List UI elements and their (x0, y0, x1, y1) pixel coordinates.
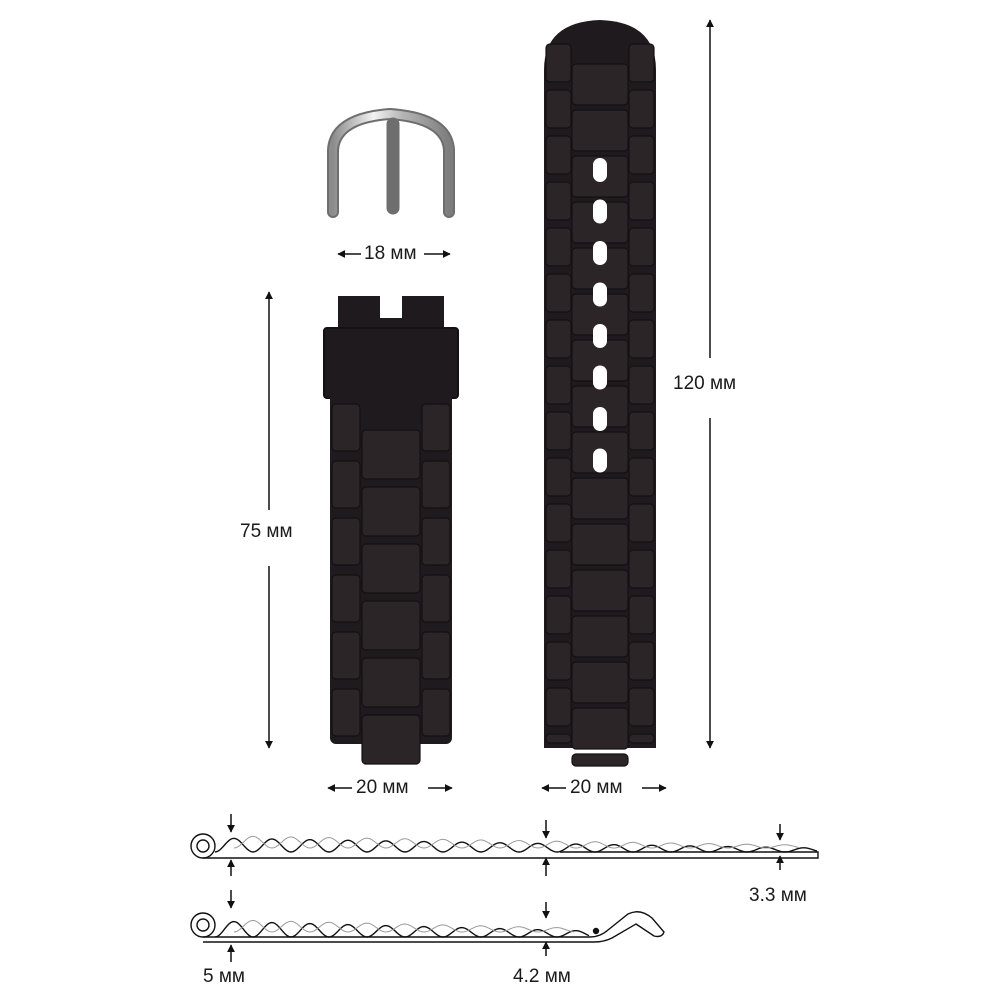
thickness-middle-label: 4.2 мм (510, 966, 574, 988)
strap-link (545, 319, 572, 359)
strap-hole (593, 448, 607, 473)
strap-hole (593, 324, 607, 348)
strap-link (421, 631, 451, 680)
thickness-end-label: 3.3 мм (746, 885, 810, 907)
strap-link (421, 517, 451, 566)
short-length-label: 75 мм (237, 521, 296, 543)
strap-link (628, 595, 655, 635)
strap-link (361, 429, 421, 480)
strap-link (545, 43, 572, 83)
strap-link (628, 365, 655, 405)
strap-link (628, 43, 655, 83)
strap-holes (593, 158, 607, 473)
strap-hole (593, 282, 607, 307)
strap-link (331, 403, 361, 452)
strap-hole (593, 158, 607, 182)
long-length-label: 120 мм (670, 373, 740, 395)
thickness-arrows (227, 814, 784, 962)
strap-link (628, 549, 655, 589)
strap-link (545, 135, 572, 175)
strap-hole (593, 199, 607, 224)
strap-link (545, 595, 572, 635)
strap-link (361, 714, 421, 765)
strap-link (571, 707, 629, 750)
strap-link (571, 615, 629, 658)
strap-link (628, 411, 655, 451)
strap-link (421, 688, 451, 737)
strap-link (545, 733, 572, 744)
strap-link (421, 574, 451, 623)
strap-hole (593, 407, 607, 431)
strap-link (571, 109, 629, 152)
strap-link (628, 503, 655, 543)
long-width-label: 20 мм (567, 777, 626, 799)
strap-link (545, 457, 572, 497)
profile-short-strap (190, 911, 665, 943)
strap-link (628, 227, 655, 267)
strap-link (571, 477, 629, 520)
buckle (327, 107, 455, 218)
strap-link (628, 319, 655, 359)
strap-link (545, 273, 572, 313)
strap-link (545, 365, 572, 405)
strap-hole (593, 241, 607, 265)
strap-link (545, 503, 572, 543)
strap-link (331, 574, 361, 623)
strap-link (571, 753, 629, 767)
strap-link (331, 688, 361, 737)
strap-link (331, 460, 361, 509)
strap-link (545, 641, 572, 681)
profile-long-strap (190, 833, 819, 859)
strap-link (545, 227, 572, 267)
buckle-width-label: 18 мм (361, 243, 420, 265)
strap-link (571, 569, 629, 612)
strap-link (361, 600, 421, 651)
strap-link (421, 460, 451, 509)
strap-link (545, 549, 572, 589)
strap-link (361, 486, 421, 537)
strap-link (421, 403, 451, 452)
strap-link (331, 517, 361, 566)
short-strap (323, 296, 459, 765)
strap-link (628, 135, 655, 175)
strap-link (571, 661, 629, 704)
strap-link (571, 63, 629, 106)
strap-link (545, 181, 572, 221)
strap-link (361, 543, 421, 594)
strap-link (545, 687, 572, 727)
strap-link (628, 273, 655, 313)
strap-hole (593, 365, 607, 390)
strap-link (628, 457, 655, 497)
strap-link (361, 657, 421, 708)
strap-link (628, 733, 655, 744)
long-strap (544, 20, 656, 767)
strap-link (331, 631, 361, 680)
strap-link (628, 89, 655, 129)
strap-link (628, 641, 655, 681)
strap-link (628, 181, 655, 221)
strap-link (545, 89, 572, 129)
thickness-start-label: 5 мм (200, 966, 248, 988)
short-width-label: 20 мм (353, 777, 412, 799)
strap-link (628, 687, 655, 727)
strap-link (545, 411, 572, 451)
strap-link (571, 523, 629, 566)
